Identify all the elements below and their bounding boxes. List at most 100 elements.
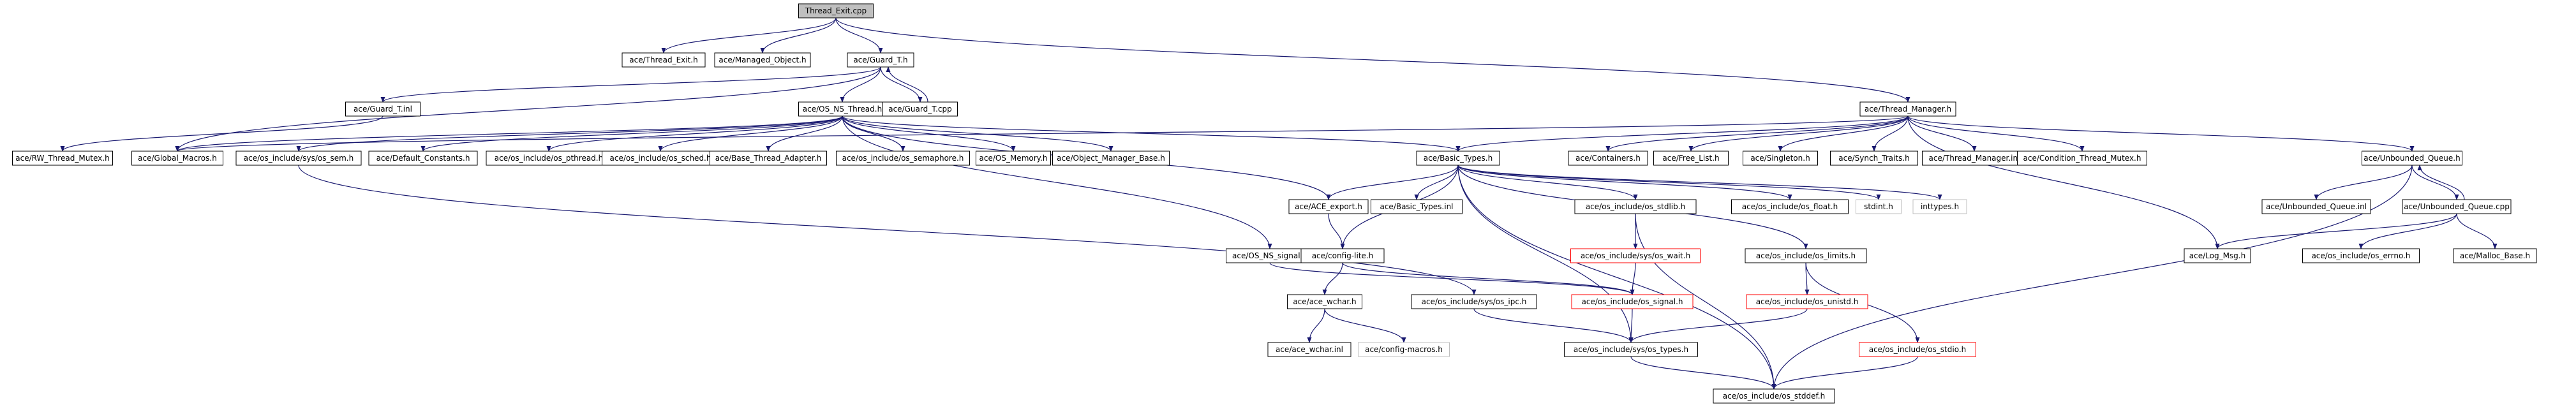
node-sys-os-wait-h[interactable]: ace/os_include/sys/os_wait.h	[1570, 248, 1701, 263]
node-os-float-h[interactable]: ace/os_include/os_float.h	[1731, 199, 1849, 214]
node-base-thread-adapter-h[interactable]: ace/Base_Thread_Adapter.h	[710, 151, 827, 166]
node-default-constants-h[interactable]: ace/Default_Constants.h	[368, 151, 478, 166]
node-os-errno-h[interactable]: ace/os_include/os_errno.h	[2302, 248, 2420, 263]
node-inttypes-h[interactable]: inttypes.h	[1912, 199, 1967, 214]
node-label: ace/Basic_Types.inl	[1380, 202, 1453, 211]
node-label: ace/os_include/os_semaphore.h	[842, 154, 964, 163]
node-ace-wchar-inl[interactable]: ace/ace_wchar.inl	[1267, 342, 1351, 357]
node-os-memory-h[interactable]: ace/OS_Memory.h	[976, 151, 1051, 166]
edge-os-ns-thread-h-to-global-macros-h	[175, 115, 843, 152]
node-free-list-h[interactable]: ace/Free_List.h	[1653, 151, 1729, 166]
node-unbounded-queue-cpp[interactable]: ace/Unbounded_Queue.cpp	[2402, 199, 2512, 214]
node-label: ace/ace_wchar.h	[1293, 297, 1356, 306]
node-label: stdint.h	[1864, 202, 1893, 211]
node-box	[12, 151, 113, 166]
node-rw-thread-mutex-h[interactable]: ace/RW_Thread_Mutex.h	[12, 151, 113, 166]
edge-sys-os-sem-h-to-sys-os-ipc-h	[298, 165, 1477, 295]
node-unbounded-queue-inl[interactable]: ace/Unbounded_Queue.inl	[2261, 199, 2371, 214]
edge-unbounded-queue-h-to-os-stddef-h	[1771, 165, 2413, 390]
node-ace-export-h[interactable]: ace/ACE_export.h	[1288, 199, 1369, 214]
node-label: ace/os_include/os_sched.h	[610, 154, 711, 163]
node-synch-traits-h[interactable]: ace/Synch_Traits.h	[1830, 151, 1918, 166]
node-condition-thread-mutex-h[interactable]: ace/Condition_Thread_Mutex.h	[2017, 151, 2147, 166]
node-box	[2184, 248, 2251, 263]
edge-os-unistd-h-to-sys-os-types-h	[1628, 308, 1808, 343]
edge-layer	[60, 17, 2498, 390]
node-label: ace/OS_NS_Thread.h	[803, 105, 882, 114]
node-guard-t-h[interactable]: ace/Guard_T.h	[847, 52, 914, 68]
node-singleton-h[interactable]: ace/Singleton.h	[1743, 151, 1818, 166]
node-box	[1856, 199, 1902, 214]
edge-guard-t-h-to-guard-t-inl	[380, 66, 881, 103]
node-thread-manager-h[interactable]: ace/Thread_Manager.h	[1859, 101, 1956, 117]
node-box	[345, 101, 421, 117]
node-os-stdio-h[interactable]: ace/os_include/os_stdio.h	[1859, 342, 1976, 357]
edge-thread-exit-cpp-to-guard-t-h	[835, 17, 883, 54]
node-config-lite-h[interactable]: ace/config-lite.h	[1300, 248, 1385, 263]
node-os-limits-h[interactable]: ace/os_include/os_limits.h	[1745, 248, 1867, 263]
node-object-manager-base-h[interactable]: ace/Object_Manager_Base.h	[1052, 151, 1170, 166]
node-box	[1411, 294, 1537, 309]
node-box	[1859, 101, 1956, 117]
node-label: ace/os_include/os_signal.h	[1582, 297, 1683, 306]
node-box	[714, 52, 811, 68]
node-config-macros-h[interactable]: ace/config-macros.h	[1358, 342, 1450, 357]
node-sys-os-types-h[interactable]: ace/os_include/sys/os_types.h	[1564, 342, 1698, 357]
node-label: ace/Base_Thread_Adapter.h	[715, 154, 821, 163]
node-os-sched-h[interactable]: ace/os_include/os_sched.h	[602, 151, 719, 166]
node-basic-types-h[interactable]: ace/Basic_Types.h	[1416, 151, 1500, 166]
node-box	[1574, 199, 1697, 214]
node-containers-h[interactable]: ace/Containers.h	[1568, 151, 1648, 166]
edge-guard-t-h-to-os-ns-thread-h	[840, 66, 881, 103]
node-guard-t-inl[interactable]: ace/Guard_T.inl	[345, 101, 421, 117]
node-os-stdlib-h[interactable]: ace/os_include/os_stdlib.h	[1574, 199, 1697, 214]
node-label: ace/Thread_Manager.inl	[1929, 154, 2020, 163]
node-thread-manager-inl[interactable]: ace/Thread_Manager.inl	[1922, 151, 2027, 166]
node-os-ns-signal-h[interactable]: ace/OS_NS_signal.h	[1226, 248, 1314, 263]
edge-unbounded-queue-cpp-to-malloc-base-h	[2456, 213, 2498, 249]
node-sys-os-sem-h[interactable]: ace/os_include/sys/os_sem.h	[235, 151, 362, 166]
node-guard-t-cpp[interactable]: ace/Guard_T.cpp	[882, 101, 958, 117]
node-box	[2402, 199, 2512, 214]
node-managed-object-h[interactable]: ace/Managed_Object.h	[714, 52, 811, 68]
node-os-ns-thread-h[interactable]: ace/OS_NS_Thread.h	[798, 101, 886, 117]
node-box	[1745, 248, 1867, 263]
node-thread-exit-cpp[interactable]: Thread_Exit.cpp	[798, 3, 874, 18]
node-sys-os-ipc-h[interactable]: ace/os_include/sys/os_ipc.h	[1411, 294, 1537, 309]
node-label: ace/os_include/os_stddef.h	[1723, 392, 1825, 401]
node-label: ace/os_include/sys/os_wait.h	[1581, 251, 1690, 260]
node-label: ace/Global_Macros.h	[138, 154, 217, 163]
node-global-macros-h[interactable]: ace/Global_Macros.h	[131, 151, 223, 166]
node-os-stddef-h[interactable]: ace/os_include/os_stddef.h	[1713, 388, 1835, 404]
edge-config-lite-h-to-os-signal-h	[1342, 262, 1635, 295]
node-ace-wchar-h[interactable]: ace/ace_wchar.h	[1287, 294, 1362, 309]
node-log-msg-h[interactable]: ace/Log_Msg.h	[2184, 248, 2251, 263]
node-box	[1416, 151, 1500, 166]
node-basic-types-inl[interactable]: ace/Basic_Types.inl	[1371, 199, 1463, 214]
node-label: ace/os_include/os_limits.h	[1756, 251, 1856, 260]
node-box	[235, 151, 362, 166]
edge-guard-t-h-to-global-macros-h	[175, 66, 881, 152]
edge-os-ns-thread-h-to-os-ns-signal-h	[842, 115, 1272, 249]
node-malloc-base-h[interactable]: ace/Malloc_Base.h	[2453, 248, 2537, 263]
node-os-unistd-h[interactable]: ace/os_include/os_unistd.h	[1746, 294, 1868, 309]
edge-os-signal-h-to-sys-os-types-h	[1628, 308, 1634, 343]
node-box	[131, 151, 223, 166]
node-label: ace/os_include/sys/os_sem.h	[244, 154, 354, 163]
node-unbounded-queue-h[interactable]: ace/Unbounded_Queue.h	[2362, 151, 2462, 166]
node-box	[1267, 342, 1351, 357]
node-os-pthread-h[interactable]: ace/os_include/os_pthread.h	[486, 151, 612, 166]
node-label: ace/os_include/os_pthread.h	[495, 154, 603, 163]
node-label: ace/Unbounded_Queue.cpp	[2404, 202, 2510, 211]
node-os-semaphore-h[interactable]: ace/os_include/os_semaphore.h	[836, 151, 970, 166]
node-thread-exit-h[interactable]: ace/Thread_Exit.h	[622, 52, 706, 68]
edge-basic-types-h-to-sys-os-types-h	[1457, 165, 1634, 343]
node-label: ace/Unbounded_Queue.h	[2364, 154, 2460, 163]
edge-basic-types-h-to-os-float-h	[1457, 165, 1792, 200]
node-label: ace/Object_Manager_Base.h	[1057, 154, 1165, 163]
node-label: ace/os_include/os_stdio.h	[1869, 345, 1967, 354]
edge-unbounded-queue-h-to-unbounded-queue-inl	[2314, 165, 2413, 200]
node-os-signal-h[interactable]: ace/os_include/os_signal.h	[1571, 294, 1694, 309]
node-stdint-h[interactable]: stdint.h	[1856, 199, 1902, 214]
edge-os-ns-thread-h-to-basic-types-h	[842, 115, 1461, 152]
